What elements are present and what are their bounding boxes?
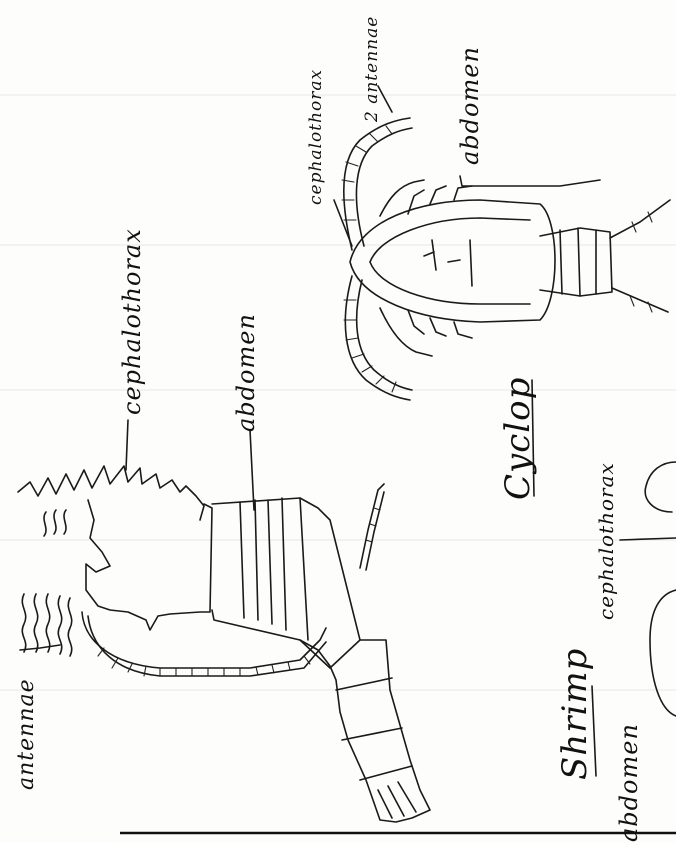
lower-abdomen-label: abdomen [615,723,643,842]
cyclop-limb-upper [380,180,424,216]
shrimp-abdomen-leader [250,430,254,510]
cyclop-cephalothorax-label: cephalothorax [306,69,326,205]
shrimp-ceph-leader [126,420,128,470]
shrimp-body [212,498,360,668]
shrimp-head [86,500,212,630]
lower-cephalothorax-label: cephalothorax [594,462,618,620]
shrimp-antennules [22,510,71,656]
shrimp-long-antenna [82,612,326,668]
shrimp-abdomen-label: abdomen [232,313,260,432]
shrimp-antennae-label: antennae [14,678,39,790]
cyclop-abdomen-label: abdomen [456,46,484,165]
cyclop-ceph-leader [334,200,352,246]
shrimp-leg [360,484,384,568]
cyclop-abdomen-bracket [460,176,600,186]
cyclop-upper-antenna [344,118,410,250]
shrimp-figure [18,420,430,822]
cyclop-title: Cyclop [498,377,538,500]
cyclop-tail [540,228,612,296]
shrimp-cephalothorax-label: cephalothorax [118,228,146,415]
lower-shrimp-title: Shrimp [555,648,595,780]
cyclop-antennae-label: 2 antennae [362,16,382,122]
shrimp-tail [300,640,430,822]
